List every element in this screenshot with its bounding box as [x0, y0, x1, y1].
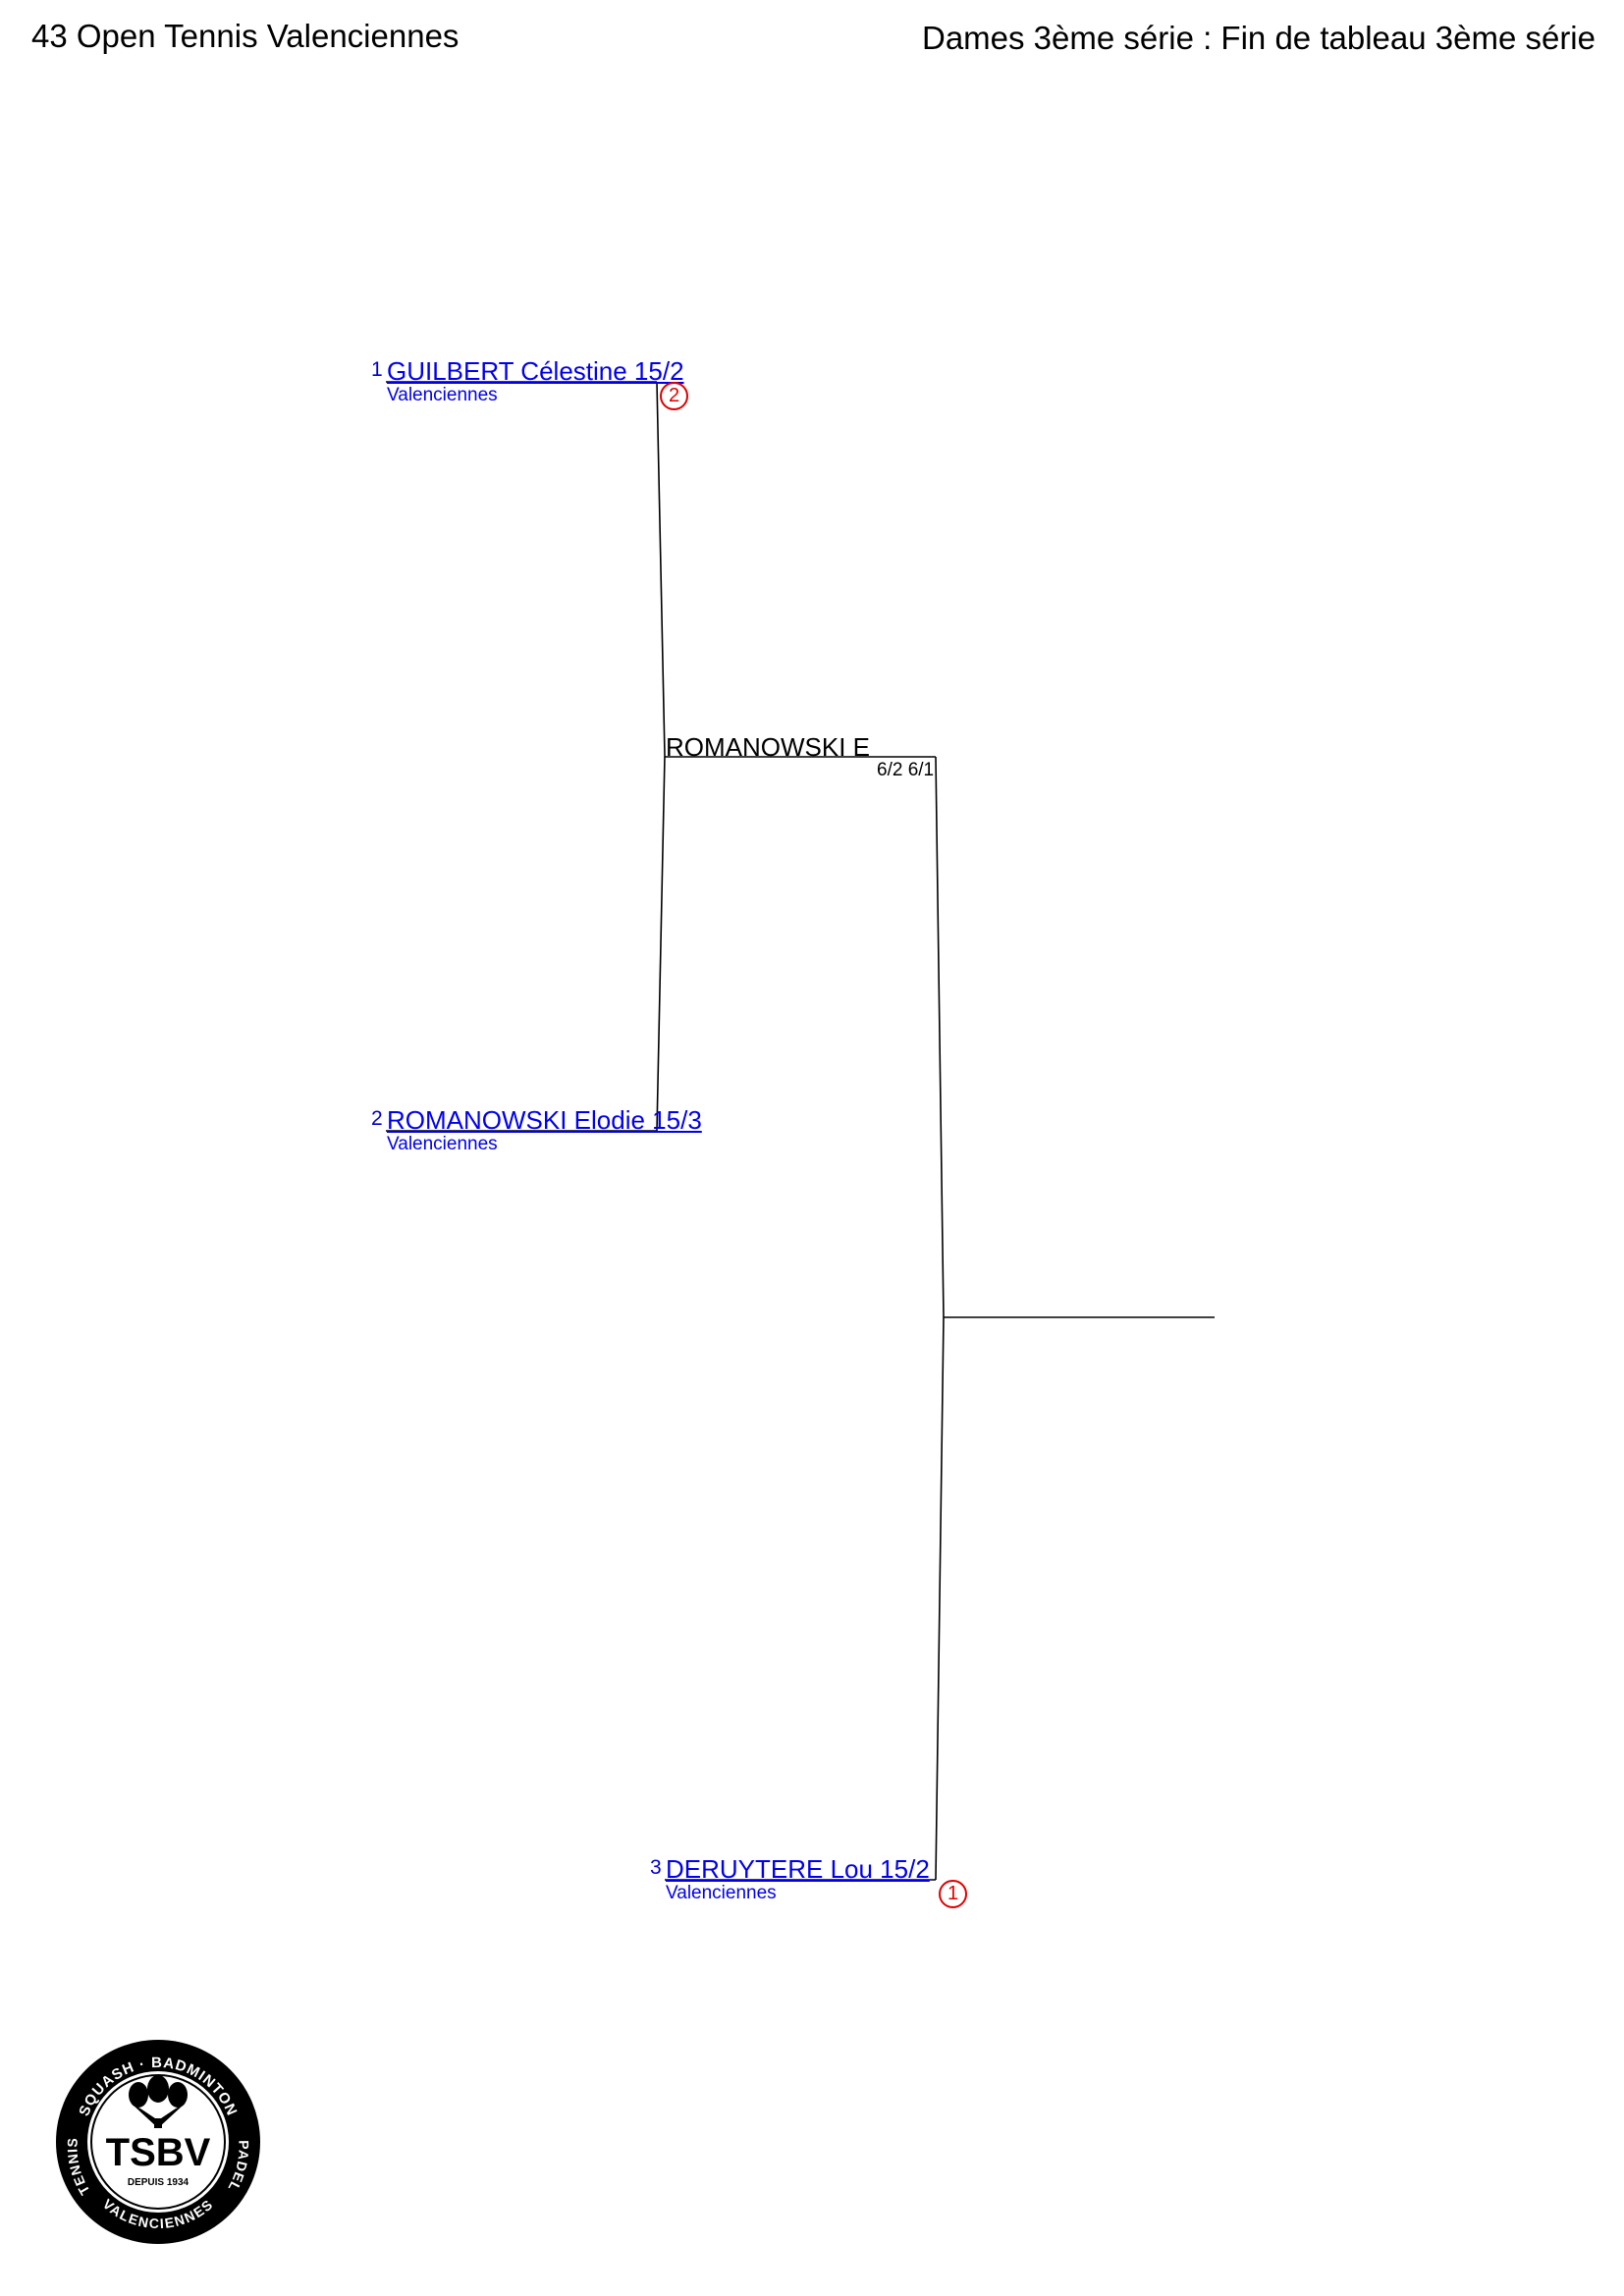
shuttlecock-icon	[129, 2075, 188, 2128]
player-name-link[interactable]: DERUYTERE Lou 15/2	[666, 1854, 930, 1884]
match-score: 6/2 6/1	[877, 760, 935, 780]
seed-badge: 1	[939, 1880, 967, 1908]
match-winner: ROMANOWSKI E	[666, 732, 871, 762]
player-club: Valenciennes	[387, 385, 498, 405]
logo-inner-ring	[87, 2071, 229, 2213]
player-name-link[interactable]: ROMANOWSKI Elodie 15/3	[387, 1105, 702, 1135]
seed-badge: 2	[660, 382, 688, 410]
tournament-title: 43 Open Tennis Valenciennes	[31, 18, 460, 54]
seed-number: 2	[371, 1107, 383, 1130]
club-logo: SQUASH · BADMINTON TENNIS PADEL VALENCIE…	[56, 2040, 260, 2244]
logo-since: DEPUIS 1934	[128, 2177, 189, 2188]
player-club: Valenciennes	[387, 1134, 498, 1154]
seed-number: 1	[371, 358, 383, 381]
draw-title: Dames 3ème série : Fin de tableau 3ème s…	[921, 20, 1596, 56]
player-club: Valenciennes	[666, 1883, 777, 1903]
connector-round-1	[656, 381, 666, 757]
connector-final-upper	[935, 756, 945, 1318]
connector-final-lower	[935, 1316, 945, 1881]
connector-round-1-lower	[656, 755, 666, 1132]
seed-number: 3	[650, 1856, 662, 1879]
player-name-link[interactable]: GUILBERT Célestine 15/2	[387, 356, 684, 386]
logo-wordmark: TSBV	[106, 2131, 211, 2174]
